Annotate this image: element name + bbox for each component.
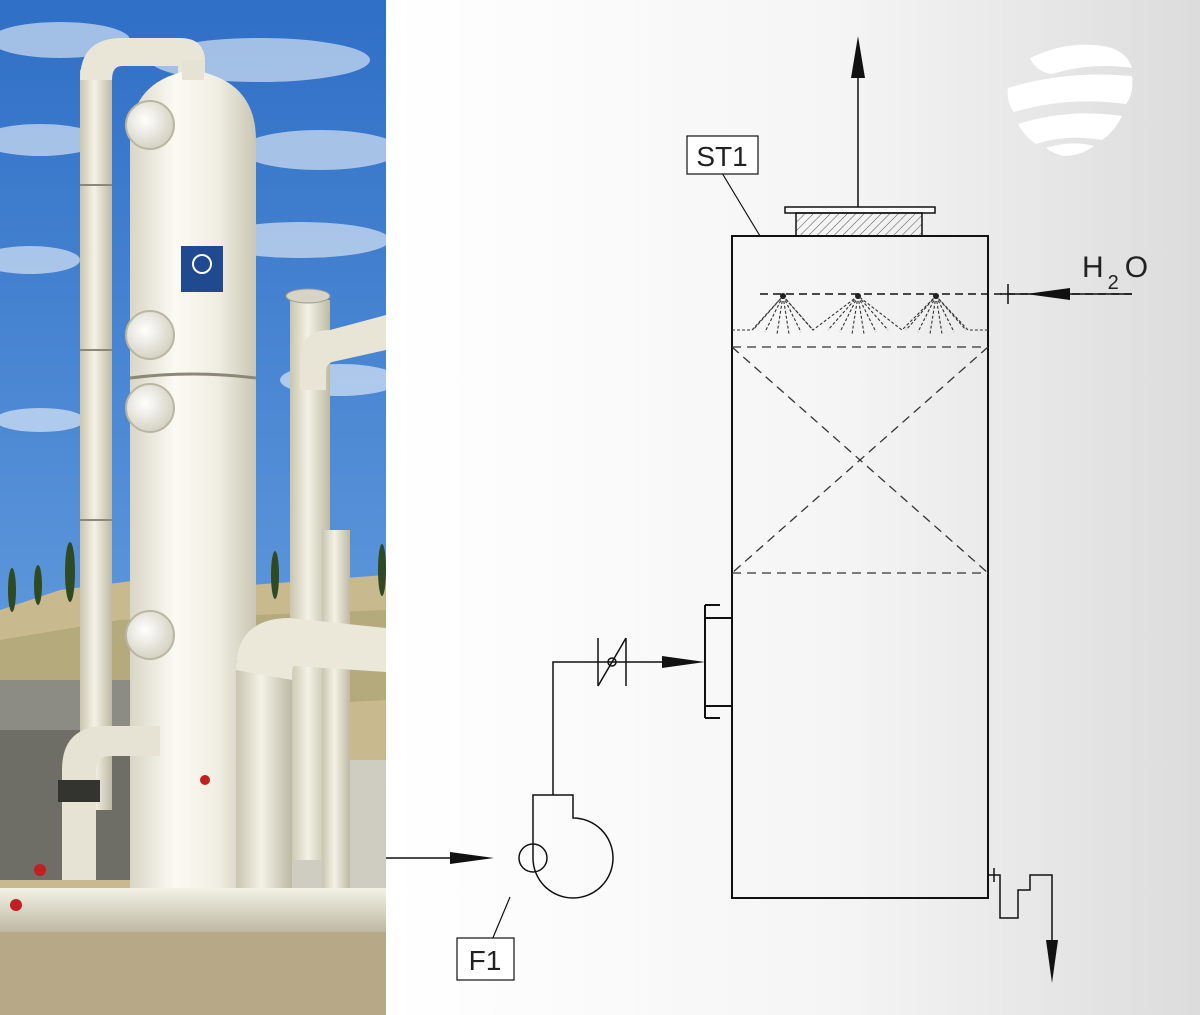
fan-tag: F1 <box>469 945 502 976</box>
outlet-flange <box>784 206 936 214</box>
butterfly-valve-symbol <box>597 637 627 687</box>
fan-discharge-line <box>552 661 666 795</box>
outlet-arrow <box>851 36 865 207</box>
centrifugal-fan-symbol <box>518 794 614 899</box>
inlet-duct-line <box>386 852 494 864</box>
fan-tag-box <box>456 937 515 981</box>
demister-pad <box>795 212 923 237</box>
water-label-main: H <box>1082 251 1104 284</box>
schematic-background <box>386 0 1200 1015</box>
water-label-subscript: 2 <box>1108 272 1119 294</box>
water-label-end: O <box>1125 251 1148 284</box>
scrubber-tag: ST1 <box>696 141 747 172</box>
scrubber-tag-box <box>686 135 759 175</box>
packing-bed <box>731 346 989 574</box>
drain-arrow <box>1046 940 1058 983</box>
water-supply-line <box>760 284 1132 304</box>
installation-photo <box>0 0 400 1015</box>
scrubber-inlet-flange <box>704 604 732 719</box>
striped-globe-logo <box>1007 44 1133 156</box>
drain-siphon <box>988 868 1053 940</box>
